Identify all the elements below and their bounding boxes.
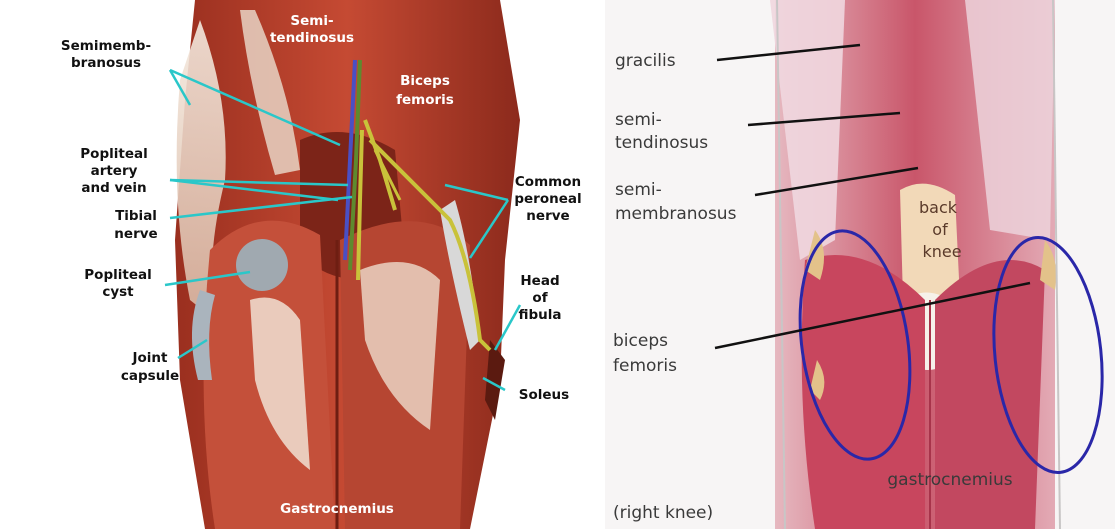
svg-text:back: back	[919, 198, 958, 217]
svg-text:of: of	[532, 290, 547, 306]
right-anatomy-diagram: gracilis semi- tendinosus semi- membrano…	[605, 0, 1115, 529]
label-joint-capsule: Joint capsule	[121, 350, 179, 384]
label-soleus: Soleus	[519, 387, 569, 403]
svg-text:tendinosus: tendinosus	[615, 133, 708, 153]
label-semitendinosus-right: semi- tendinosus	[615, 110, 708, 153]
svg-text:artery: artery	[91, 163, 138, 179]
svg-text:Biceps: Biceps	[400, 73, 450, 89]
svg-text:semi-: semi-	[615, 110, 662, 130]
label-popliteal-cyst: Popliteal cyst	[84, 267, 151, 300]
svg-text:nerve: nerve	[526, 208, 569, 224]
label-biceps-femoris-right: biceps femoris	[613, 331, 677, 376]
svg-text:knee: knee	[922, 242, 961, 261]
svg-text:gracilis: gracilis	[615, 51, 676, 71]
svg-text:Tibial: Tibial	[115, 208, 157, 224]
svg-text:tendinosus: tendinosus	[270, 30, 354, 46]
svg-text:fibula: fibula	[518, 307, 561, 323]
svg-text:nerve: nerve	[114, 226, 157, 242]
svg-text:capsule: capsule	[121, 368, 179, 384]
right-anatomy-illustration: gracilis semi- tendinosus semi- membrano…	[605, 0, 1115, 529]
svg-text:and vein: and vein	[81, 180, 146, 196]
label-popliteal-artery-vein: Popliteal artery and vein	[80, 146, 147, 196]
svg-text:Head: Head	[520, 273, 559, 289]
svg-text:membranosus: membranosus	[615, 204, 737, 224]
left-anatomy-diagram: Semi- tendinosus Semimemb- branosus Bice…	[0, 0, 595, 529]
left-anatomy-illustration: Semi- tendinosus Semimemb- branosus Bice…	[0, 0, 595, 529]
label-semimembranosus-right: semi- membranosus	[615, 180, 737, 224]
label-gastrocnemius: Gastrocnemius	[280, 501, 394, 517]
svg-text:of: of	[932, 220, 948, 239]
svg-text:Popliteal: Popliteal	[84, 267, 151, 283]
label-head-of-fibula: Head of fibula	[518, 273, 561, 323]
svg-text:Joint: Joint	[132, 350, 169, 366]
svg-text:femoris: femoris	[613, 356, 677, 376]
svg-text:biceps: biceps	[613, 331, 668, 351]
svg-text:Popliteal: Popliteal	[80, 146, 147, 162]
svg-text:Semi-: Semi-	[290, 13, 333, 29]
label-gastrocnemius-right: gastrocnemius	[887, 470, 1012, 490]
svg-text:Soleus: Soleus	[519, 387, 569, 403]
svg-text:(right knee): (right knee)	[613, 503, 713, 523]
svg-text:Semimemb-: Semimemb-	[61, 38, 151, 54]
svg-text:semi-: semi-	[615, 180, 662, 200]
popliteal-cyst-shape	[236, 239, 288, 291]
svg-text:peroneal: peroneal	[514, 191, 581, 207]
svg-text:femoris: femoris	[396, 92, 454, 108]
label-right-knee: (right knee)	[613, 503, 713, 523]
label-gracilis-right: gracilis	[615, 51, 676, 71]
svg-text:gastrocnemius: gastrocnemius	[887, 470, 1012, 490]
right-leg-muscles	[770, 0, 1060, 529]
leg-muscles	[175, 0, 520, 529]
label-common-peroneal-nerve: Common peroneal nerve	[514, 174, 581, 224]
svg-text:cyst: cyst	[102, 284, 134, 300]
label-tibial-nerve: Tibial nerve	[114, 208, 157, 242]
label-semimembranosus: Semimemb- branosus	[61, 38, 151, 71]
svg-text:branosus: branosus	[71, 55, 141, 71]
svg-text:Gastrocnemius: Gastrocnemius	[280, 501, 394, 517]
svg-text:Common: Common	[515, 174, 581, 190]
